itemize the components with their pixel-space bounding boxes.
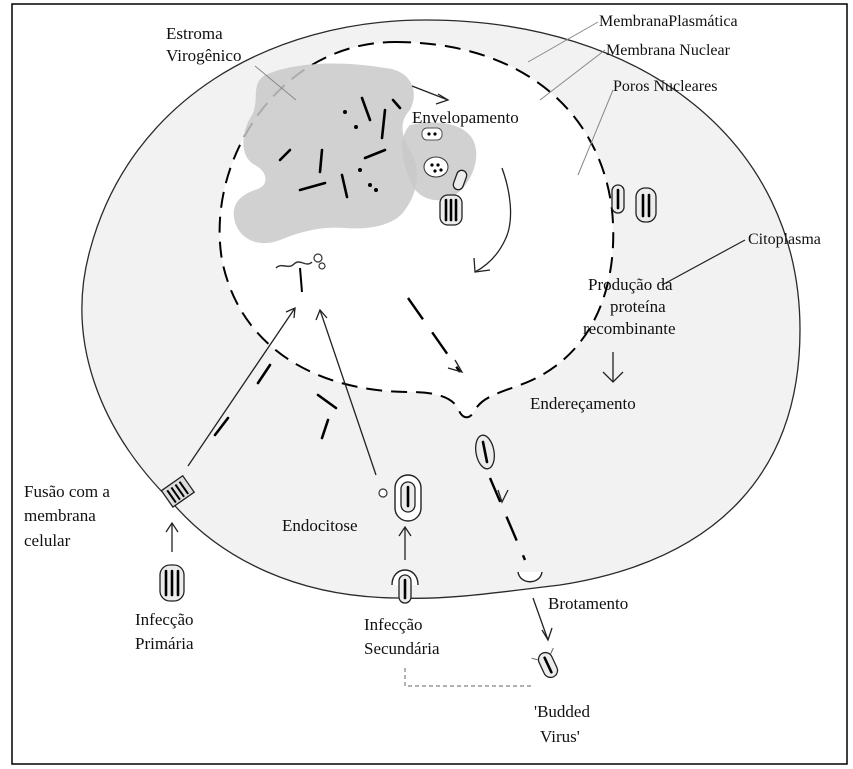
transport-dash [316, 393, 338, 410]
enveloped-virion [452, 169, 468, 191]
transport-dash [256, 363, 272, 385]
virion-rod [318, 148, 324, 174]
label-budded-line2: Virus' [540, 727, 580, 746]
label-fusao-line2: membrana [24, 506, 96, 525]
label-poros-nucleares: Poros Nucleares [613, 78, 717, 95]
fusion-arrowhead [165, 521, 179, 533]
virion-dot [433, 169, 437, 173]
addressing-arrowhead [602, 371, 624, 383]
endocytosis-arrowhead [398, 525, 412, 537]
label-brotamento: Brotamento [548, 594, 628, 613]
label-enderecamento: Endereçamento [530, 394, 636, 413]
envelopment-vesicle [421, 127, 443, 141]
cytoplasm-virion [635, 187, 657, 223]
label-membrana-plasmatica: MembranaPlasmática [599, 13, 738, 30]
budded-virus-icon [531, 647, 559, 679]
exit-path-nucleus [407, 297, 461, 373]
virion-dot [358, 168, 362, 172]
entry-arrow-secondary [319, 309, 377, 476]
virion-dot [427, 132, 431, 136]
label-producao-line3: recombinante [583, 319, 676, 338]
virion-rod [340, 173, 349, 199]
secondary-infection-virion-icon [391, 569, 419, 604]
budding-arrow [532, 597, 549, 641]
label-producao-line1: Produção da [588, 275, 673, 294]
virion-dot [433, 132, 437, 136]
pointer-membrana-nuclear [539, 49, 606, 101]
virion-rod [363, 148, 387, 160]
virion-rod [380, 108, 387, 140]
virion-dot [436, 163, 440, 167]
virion-rod [360, 96, 372, 122]
pointer-membrana-plasmatica [527, 21, 599, 63]
budding-arrowhead [541, 627, 553, 642]
label-budded-line1: 'Budded [534, 702, 590, 721]
entry-arrowhead-secondary [315, 308, 328, 321]
entry-arrowhead-primary [285, 306, 296, 319]
label-membrana-nuclear: Membrana Nuclear [606, 42, 731, 59]
maturation-arrow [474, 167, 512, 273]
label-producao-line2: proteína [610, 297, 666, 316]
label-infeccao-secundaria-line1: Infecção [364, 615, 423, 634]
maturation-arrowhead [473, 257, 491, 273]
entry-arrow-primary [187, 307, 296, 467]
endocytosis-vesicle-icon [378, 474, 422, 522]
virion-rod [391, 98, 402, 110]
label-estroma-line2: Virogênico [166, 46, 241, 65]
envelopment-arrow [411, 85, 449, 101]
pointer-poros-nucleares [577, 89, 614, 176]
virion-rod [298, 181, 327, 192]
virogenic-stroma [233, 63, 417, 244]
label-fusao-line1: Fusão com a [24, 482, 110, 501]
virion-rod [481, 440, 489, 464]
primary-infection-virion-icon [159, 564, 185, 602]
label-estroma-line1: Estroma [166, 24, 223, 43]
label-citoplasma: Citoplasma [748, 231, 821, 248]
pointer-estroma [254, 65, 297, 101]
label-fusao-line3: celular [24, 531, 71, 550]
transport-dash [320, 418, 330, 440]
label-infeccao-primaria-line2: Primária [135, 634, 194, 653]
membrane-fusion-icon [160, 474, 196, 508]
figure-frame [11, 3, 848, 765]
exit-arrowhead-cytoplasm [497, 489, 509, 504]
virion-dot [430, 163, 434, 167]
exit-path-cytoplasm [488, 477, 527, 561]
label-infeccao-secundaria-line2: Secundária [364, 639, 440, 658]
virion-dot [368, 183, 372, 187]
virion-dot [343, 110, 347, 114]
pointer-citoplasma [661, 239, 746, 286]
uncoating-genome-icon [275, 253, 326, 293]
reinfection-dotted-line [404, 668, 533, 687]
envelopment-arrowhead [435, 93, 450, 105]
label-infeccao-primaria-line1: Infecção [135, 610, 194, 629]
virion-rod [278, 148, 292, 162]
label-endocitose: Endocitose [282, 516, 358, 535]
virion-dot [354, 125, 358, 129]
virion-dot [374, 188, 378, 192]
transport-dash [213, 416, 230, 437]
exit-arrowhead-nucleus [447, 359, 464, 374]
envelopment-cluster [423, 156, 449, 178]
label-envelopamento: Envelopamento [412, 108, 519, 127]
virion-dot [439, 168, 443, 172]
budding-site [517, 571, 543, 583]
